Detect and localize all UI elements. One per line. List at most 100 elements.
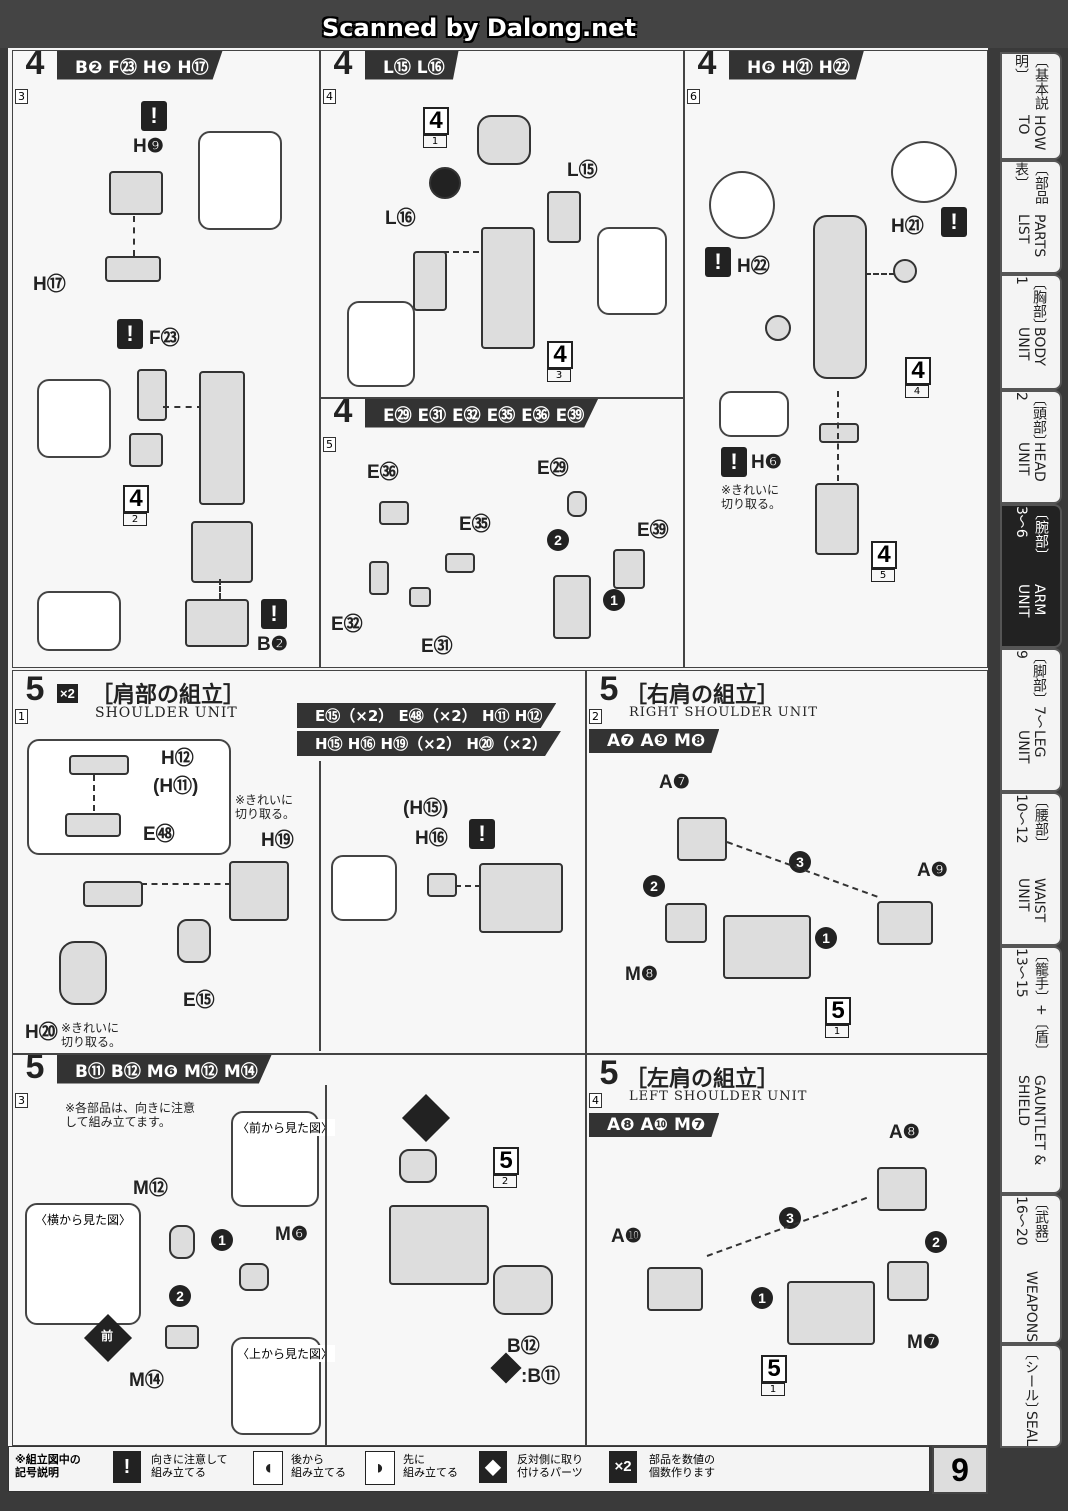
parts-list-1: E⑮（×2） E㊽（×2） H⑪ H⑫ — [297, 703, 557, 728]
back-assembly-icon — [429, 167, 461, 199]
step-number: 5 — [25, 1054, 45, 1086]
step-number: 4 — [697, 50, 717, 82]
part-label: A❼ — [659, 772, 690, 793]
elbow-joint — [477, 115, 531, 165]
part-label: L⑮ — [567, 160, 598, 181]
cut-note: ※きれいに 切り取る。 — [721, 483, 782, 511]
part-shape — [169, 1225, 195, 1259]
part-shape — [229, 861, 289, 921]
part-shape — [665, 903, 707, 943]
part-shape — [877, 901, 933, 945]
part-shape — [177, 919, 211, 963]
part-label: F㉓ — [149, 328, 180, 349]
part-shape — [69, 755, 129, 775]
part-label: H⑰ — [33, 274, 66, 295]
caution-icon: ! — [705, 247, 731, 277]
step-order-2: 2 — [169, 1285, 191, 1307]
part-label: E⑮ — [183, 990, 215, 1011]
divider — [319, 761, 321, 1051]
assembly-line — [133, 216, 135, 256]
step-number: 4 — [333, 50, 353, 82]
part-label: E㉜ — [331, 614, 363, 635]
step-sub: 3 — [15, 1093, 28, 1108]
shoulder-armor — [59, 941, 107, 1005]
step-order-1: 1 — [211, 1229, 233, 1251]
title-en: RIGHT SHOULDER UNIT — [629, 705, 818, 720]
part-label: M❼ — [907, 1332, 940, 1353]
detail-inset — [37, 591, 121, 651]
step-sub: 1 — [15, 709, 28, 724]
part-label: E㊽ — [143, 824, 175, 845]
legend-text: 向きに注意して 組み立てる — [151, 1453, 228, 1479]
part-shape — [165, 1325, 199, 1349]
part-shape — [493, 1265, 553, 1315]
front-direction-icon — [401, 1093, 451, 1143]
detail-inset — [27, 739, 231, 855]
part-label: H❾ — [133, 136, 164, 157]
part-shape — [399, 1149, 437, 1183]
part-shape — [613, 549, 645, 589]
step-sub: 6 — [687, 89, 700, 104]
part-label: :B⑪ — [521, 1366, 561, 1387]
part-shape — [677, 817, 727, 861]
detail-inset — [37, 379, 111, 458]
upper-arm — [481, 227, 535, 349]
step-5-2-panel: 5 2 ［右肩の組立］ RIGHT SHOULDER UNIT A❼ A❾ M❽… — [586, 670, 988, 1054]
detail-inset — [709, 171, 775, 239]
part-shape — [427, 873, 457, 897]
part-label: H㉑ — [891, 216, 924, 237]
tab-how-to[interactable]: 〔基本説明〕HOW TO — [1000, 52, 1062, 160]
part-shape — [379, 501, 409, 525]
orientation-note: ※各部品は、向きに注意 して組み立てます。 — [65, 1101, 196, 1129]
shoulder-frame — [787, 1281, 875, 1345]
front-label: 前 — [101, 1329, 114, 1343]
step-number: 4 — [333, 398, 353, 430]
part-label: (H⑪) — [153, 776, 199, 797]
detail-inset — [719, 391, 789, 437]
assembly-line — [219, 579, 221, 599]
assembly-line — [726, 841, 878, 898]
part-shape — [239, 1263, 269, 1291]
step-5-1-panel: 5 ×2 1 ［肩部の組立］ SHOULDER UNIT E⑮（×2） E㊽（×… — [12, 670, 586, 1054]
part-label: H⑳ — [25, 1022, 58, 1043]
title-jp: ［左肩の組立］ — [625, 1066, 780, 1092]
tab-seal[interactable]: 〔シール〕SEAL — [1000, 1344, 1062, 1448]
assembly-line — [93, 775, 95, 811]
scan-credit: Scanned by Dalong.net — [322, 14, 636, 42]
shoulder-frame — [479, 863, 563, 933]
legend-text: 後から 組み立てる — [291, 1453, 346, 1479]
step-number: 5 — [599, 1054, 619, 1092]
part-shape — [109, 171, 163, 215]
assemble-first-icon: ◗ — [365, 1451, 395, 1485]
tab-parts-list[interactable]: 〔部品表〕PARTS LIST — [1000, 160, 1062, 274]
step-sub: 4 — [323, 89, 336, 104]
part-label: M⑭ — [129, 1370, 164, 1391]
mirror-side-icon: ◆ — [479, 1451, 507, 1483]
side-view-label: 〈横から見た図〉 — [33, 1211, 134, 1228]
part-label: (H⑮) — [403, 798, 449, 819]
part-shape — [547, 191, 581, 243]
parts-list-2: H⑮ H⑯ H⑲（×2） H⑳（×2） — [297, 731, 561, 756]
step-order-3: 3 — [779, 1207, 801, 1229]
lower-arm — [813, 215, 867, 379]
step-order-1: 1 — [815, 927, 837, 949]
scan-header: Scanned by Dalong.net — [0, 0, 1068, 48]
detail-inset — [198, 131, 282, 230]
caution-icon: ! — [141, 101, 167, 131]
title-jp: ［肩部の組立］ — [91, 682, 246, 708]
step-number: 5 — [599, 670, 619, 708]
part-label: E㊱ — [367, 462, 399, 483]
